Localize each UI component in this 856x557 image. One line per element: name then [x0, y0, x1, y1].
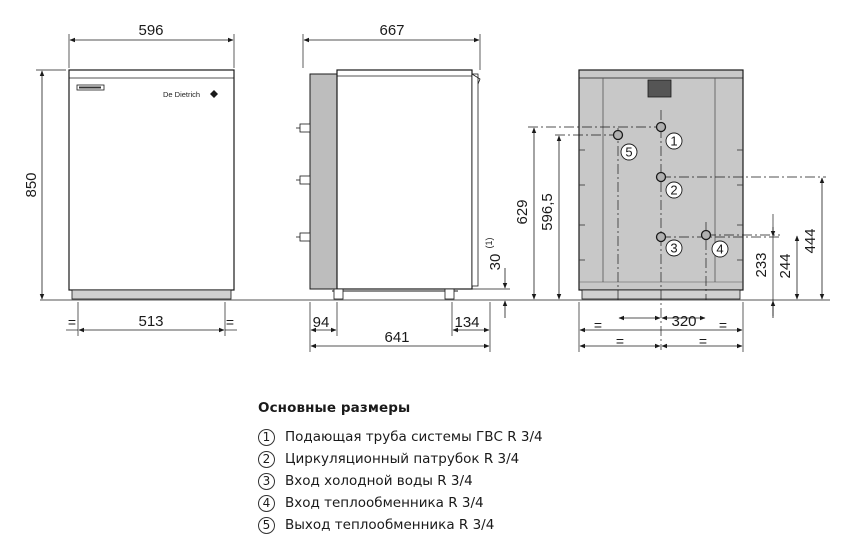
legend-label: Циркуляционный патрубок R 3/4 [285, 451, 520, 467]
brand-diamond-icon [210, 90, 218, 98]
legend-number: 4 [258, 494, 275, 512]
equal-mark-rear-1: = [594, 317, 602, 333]
side-foot-left [333, 288, 344, 300]
connection-5 [612, 129, 624, 141]
technical-drawing: De Dietrich 596 850 513 = = [23, 22, 830, 352]
dim-offset-94: 94 [313, 314, 330, 331]
side-view: 667 30 (1) 94 134 641 [296, 22, 510, 352]
callout-2: 2 [670, 183, 677, 198]
dim-height-444: 444 [802, 228, 819, 253]
equal-mark-rear-2: = [719, 317, 727, 333]
callout-5: 5 [625, 145, 632, 160]
legend-label: Выход теплообменника R 3/4 [285, 517, 495, 533]
side-rear-panel [309, 73, 338, 290]
legend-item: 2 Циркуляционный патрубок R 3/4 [258, 448, 678, 470]
dim-foot-30: 30 [487, 254, 504, 271]
dim-depth-667: 667 [379, 22, 404, 39]
connection-1 [655, 121, 667, 133]
legend-number: 5 [258, 516, 275, 534]
callout-4: 4 [716, 242, 723, 257]
legend-title: Основные размеры [258, 400, 411, 416]
legend-label: Подающая труба системы ГВС R 3/4 [285, 429, 543, 445]
dim-width-596: 596 [138, 22, 163, 39]
legend-item: 5 Выход теплообменника R 3/4 [258, 514, 678, 536]
dim-height-850: 850 [23, 172, 40, 197]
equal-mark-rear-3: = [616, 333, 624, 349]
equal-mark-right: = [226, 314, 234, 330]
front-base [71, 289, 232, 300]
note-ref-1: (1) [484, 237, 494, 248]
legend: Основные размеры 1 Подающая труба систем… [258, 400, 678, 536]
front-view: De Dietrich 596 850 513 = = [23, 22, 237, 336]
side-foot-right [444, 288, 455, 300]
legend-number: 1 [258, 428, 275, 446]
electrical-box [647, 79, 672, 98]
connection-points [612, 121, 712, 243]
dim-base-641: 641 [384, 329, 409, 346]
connection-2 [655, 171, 667, 183]
legend-label: Вход теплообменника R 3/4 [285, 495, 484, 511]
side-pipe-stubs [296, 123, 311, 242]
connection-3 [655, 231, 667, 243]
equal-mark-left: = [68, 314, 76, 330]
legend-item: 3 Вход холодной воды R 3/4 [258, 470, 678, 492]
legend-label: Вход холодной воды R 3/4 [285, 473, 473, 489]
legend-number: 3 [258, 472, 275, 490]
dim-height-629: 629 [514, 199, 531, 224]
callout-1: 1 [670, 134, 677, 149]
side-cabinet [336, 69, 473, 290]
dim-spacing-320: 320 [671, 313, 696, 330]
connection-4 [700, 229, 712, 241]
front-cabinet [68, 69, 235, 291]
callout-3: 3 [670, 241, 677, 256]
dim-height-596-5: 596,5 [539, 193, 556, 231]
legend-item: 4 Вход теплообменника R 3/4 [258, 492, 678, 514]
equal-mark-rear-4: = [699, 333, 707, 349]
dim-offset-134: 134 [454, 314, 479, 331]
legend-number: 2 [258, 450, 275, 468]
rear-view: 1 5 2 3 4 629 596,5 233 244 444 320 = = … [514, 69, 826, 352]
dim-feet-513: 513 [138, 313, 163, 330]
dim-height-244: 244 [777, 253, 794, 278]
legend-item: 1 Подающая труба системы ГВС R 3/4 [258, 426, 678, 448]
dim-height-233: 233 [753, 252, 770, 277]
brand-logo: De Dietrich [163, 90, 200, 99]
legend-list: 1 Подающая труба системы ГВС R 3/4 2 Цир… [258, 426, 678, 536]
